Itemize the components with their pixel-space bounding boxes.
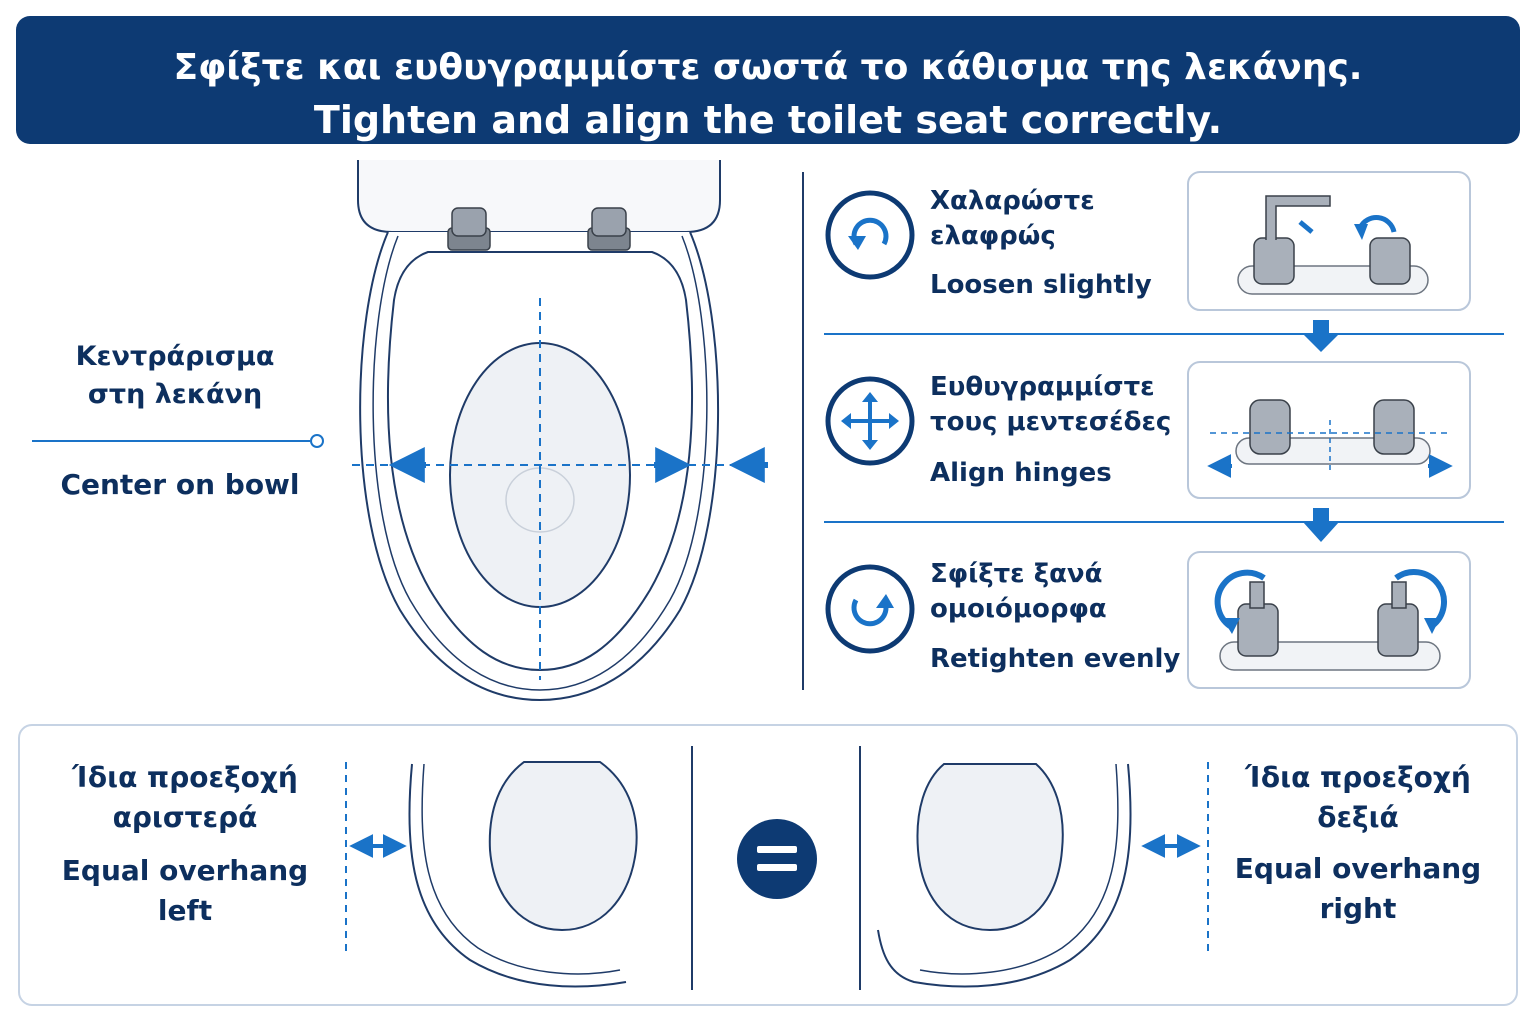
center-label-greek-line2: στη λεκάνη — [87, 379, 263, 410]
center-label-english: Center on bowl — [60, 468, 300, 501]
center-label-greek: Κεντράρισμα στη λεκάνη — [40, 338, 310, 414]
step2-greek: Ευθυγραμμίστε τους μεντεσέδες — [930, 370, 1171, 440]
overhang-left-detail — [345, 746, 693, 990]
center-connector-dot — [310, 434, 324, 448]
hinge-align-illustration — [1187, 361, 1471, 499]
overhang-right-english-line1: Equal overhang — [1234, 852, 1482, 885]
step-separator-1 — [824, 320, 1504, 352]
overhang-left-english-line2: left — [157, 894, 213, 927]
toilet-top-view — [352, 160, 770, 702]
overhang-left-english-line1: Equal overhang — [61, 854, 309, 887]
step-separator-2 — [824, 508, 1504, 542]
step3-greek-line2: ομοιόμορφα — [930, 594, 1107, 624]
overhang-right-greek: Ίδια προεξοχή δεξιά — [1212, 758, 1504, 838]
overhang-right-detail — [859, 746, 1209, 990]
rotate-counterclockwise-icon — [825, 190, 915, 280]
step3-english: Retighten evenly — [930, 644, 1181, 674]
step1-greek-line1: Χαλαρώστε — [930, 186, 1095, 216]
overhang-left-english: Equal overhang left — [40, 851, 330, 931]
overhang-right-greek-line1: Ίδια προεξοχή — [1245, 761, 1471, 794]
step2-greek-line2: τους μεντεσέδες — [930, 407, 1172, 437]
overhang-right-greek-line2: δεξιά — [1317, 801, 1399, 834]
overhang-left-greek-line1: Ίδια προεξοχή — [72, 761, 298, 794]
hinge-loosen-illustration — [1187, 171, 1471, 311]
step1-english: Loosen slightly — [930, 270, 1152, 300]
title-english: Tighten and align the toilet seat correc… — [313, 98, 1223, 142]
step3-greek-line1: Σφίξτε ξανά — [930, 559, 1103, 589]
overhang-right-english-line2: right — [1319, 892, 1397, 925]
step3-greek: Σφίξτε ξανά ομοιόμορφα — [930, 557, 1107, 627]
title-greek: Σφίξτε και ευθυγραμμίστε σωστά το κάθισμ… — [173, 47, 1363, 88]
overhang-right-english: Equal overhang right — [1212, 849, 1504, 929]
title-banner: Σφίξτε και ευθυγραμμίστε σωστά το κάθισμ… — [16, 16, 1520, 144]
hinge-retighten-illustration — [1187, 551, 1471, 689]
overhang-panel — [18, 724, 1518, 1006]
step2-greek-line1: Ευθυγραμμίστε — [930, 372, 1155, 402]
hinge-right-icon — [587, 207, 631, 251]
equals-icon — [737, 819, 817, 899]
step1-greek-line2: ελαφρώς — [930, 221, 1056, 251]
step2-english: Align hinges — [930, 458, 1112, 488]
overhang-left-greek-line2: αριστερά — [112, 801, 258, 834]
overhang-left-greek: Ίδια προεξοχή αριστερά — [40, 758, 330, 838]
rotate-clockwise-icon — [825, 564, 915, 654]
move-arrows-icon — [825, 376, 915, 466]
center-label-greek-line1: Κεντράρισμα — [75, 341, 275, 372]
hinge-left-icon — [447, 207, 491, 251]
step1-greek: Χαλαρώστε ελαφρώς — [930, 184, 1095, 254]
